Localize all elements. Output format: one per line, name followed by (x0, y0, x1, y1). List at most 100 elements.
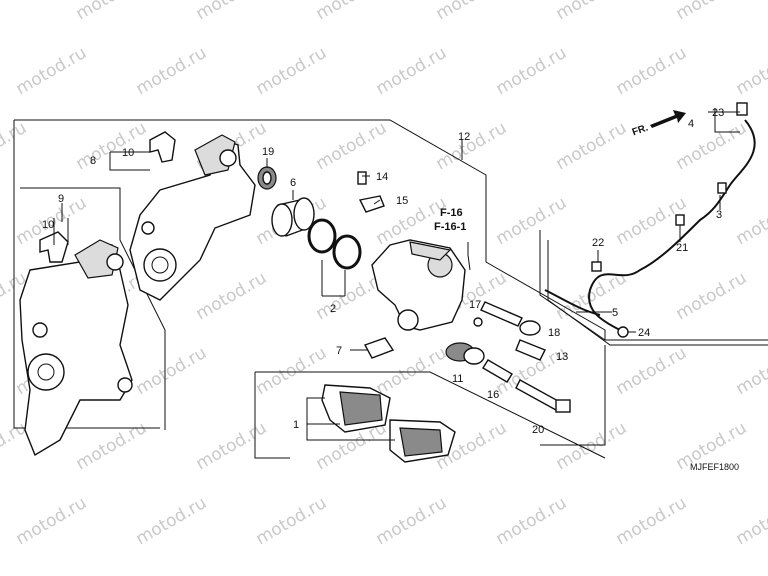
front-direction-arrow: FR. (631, 110, 686, 138)
watermark-text: motod.ru (373, 43, 451, 99)
watermark-text: motod.ru (73, 418, 151, 474)
watermark-text: motod.ru (13, 493, 91, 549)
callout-21: 21 (676, 242, 688, 254)
reference-label-f16: F-16 (440, 207, 463, 219)
callout-13: 13 (556, 351, 568, 363)
callout-3: 3 (716, 209, 722, 221)
watermark-text: motod.ru (613, 43, 691, 99)
pin-sleeve (445, 342, 485, 365)
callout-23: 23 (712, 107, 724, 119)
callout-22: 22 (592, 237, 604, 249)
watermark-text: motod.ru (553, 268, 631, 324)
sleeve-pin (482, 359, 513, 383)
pad-spring-clip-lower (39, 231, 69, 263)
watermark-text: motod.ru (553, 418, 631, 474)
watermark-text: motod.ru (133, 493, 211, 549)
pad-retainer (363, 337, 395, 359)
mounting-bolt (515, 379, 571, 413)
watermark-text: motod.ru (553, 0, 631, 24)
watermark-text: motod.ru (733, 493, 768, 549)
watermark-text: motod.ru (253, 343, 331, 399)
callout-4: 4 (688, 118, 694, 130)
watermark-text: motod.ru (433, 118, 511, 174)
caliper-bracket-front (19, 239, 133, 457)
leader-lines (53, 108, 740, 441)
caliper-body (371, 239, 466, 331)
pin-bolt (480, 301, 541, 336)
callout-15: 15 (396, 195, 408, 207)
watermark-text: motod.ru (73, 0, 151, 24)
callout-7: 7 (336, 345, 342, 357)
piston (271, 197, 315, 237)
callout-16: 16 (487, 389, 499, 401)
caliper-bracket-rear (129, 134, 256, 301)
watermark-text: motod.ru (313, 118, 391, 174)
watermark-text: motod.ru (13, 43, 91, 99)
brake-pad-inner (389, 419, 456, 463)
watermark-text: motod.ru (313, 0, 391, 24)
watermark-text: motod.ru (493, 193, 571, 249)
callout-18: 18 (548, 327, 560, 339)
watermark-text: motod.ru (253, 493, 331, 549)
bleeder-cap (357, 171, 367, 185)
watermark-text: motod.ru (733, 343, 768, 399)
piston-seal (307, 218, 337, 254)
slide-pin-boot (515, 339, 546, 361)
bolt-24 (617, 326, 629, 338)
callout-19: 19 (262, 146, 274, 158)
watermark-text: motod.ru (613, 493, 691, 549)
watermark-text: motod.ru (613, 343, 691, 399)
swingarm-outline (539, 230, 768, 346)
callout-24: 24 (638, 327, 650, 339)
callout-12: 12 (458, 131, 470, 143)
callouts: 10 8 9 10 12 19 6 2 14 15 7 1 17 18 13 1… (42, 107, 724, 436)
reference-labels: F-16 F-16-1 (434, 207, 466, 233)
watermark-text: motod.ru (73, 118, 151, 174)
watermark-text: motod.ru (193, 418, 271, 474)
callout-20: 20 (532, 424, 544, 436)
direction-label: FR. (631, 122, 650, 138)
diagram-code: MJFEF1800 (690, 462, 739, 472)
harness-clamp-21 (675, 214, 685, 226)
watermark-text: motod.ru (133, 343, 211, 399)
dust-boot (257, 166, 277, 190)
callout-10-lower: 10 (42, 219, 54, 231)
brake-pad-outer (321, 384, 391, 433)
pad-spring-clip-upper (149, 131, 176, 163)
group-frame (13, 119, 606, 459)
callout-8: 8 (90, 155, 96, 167)
watermark-text: motod.ru (133, 43, 211, 99)
dust-seal (332, 234, 362, 270)
callout-2: 2 (330, 303, 336, 315)
bleeder-screw (358, 195, 385, 213)
wheel-speed-sensor (736, 102, 748, 116)
watermark-text: motod.ru (493, 493, 571, 549)
small-o-ring (473, 317, 483, 327)
watermark-text: motod.ru (493, 43, 571, 99)
callout-6: 6 (290, 177, 296, 189)
watermark-text: motod.ru (553, 118, 631, 174)
watermark-text: motod.ru (0, 118, 30, 174)
watermark-text: motod.ru (253, 43, 331, 99)
callout-9: 9 (58, 193, 64, 205)
watermark-text: motod.ru (0, 0, 30, 24)
abs-harness (544, 119, 756, 331)
callout-11: 11 (452, 373, 463, 385)
watermark-text: motod.ru (193, 0, 271, 24)
watermark-text: motod.ru (673, 0, 751, 24)
callout-5: 5 (612, 307, 618, 319)
watermark-text: motod.ru (193, 268, 271, 324)
watermark-text: motod.ru (733, 193, 768, 249)
watermark-text: motod.ru (373, 493, 451, 549)
callout-1: 1 (293, 419, 299, 431)
callout-17: 17 (469, 299, 481, 311)
watermark-text: motod.ru (433, 0, 511, 24)
callout-10-upper: 10 (122, 147, 134, 159)
watermark-text: motod.ru (673, 118, 751, 174)
watermark-text: motod.ru (673, 268, 751, 324)
watermark-text: motod.ru (733, 43, 768, 99)
reference-label-f16-1: F-16-1 (434, 221, 466, 233)
harness-clamp-3 (717, 182, 727, 194)
